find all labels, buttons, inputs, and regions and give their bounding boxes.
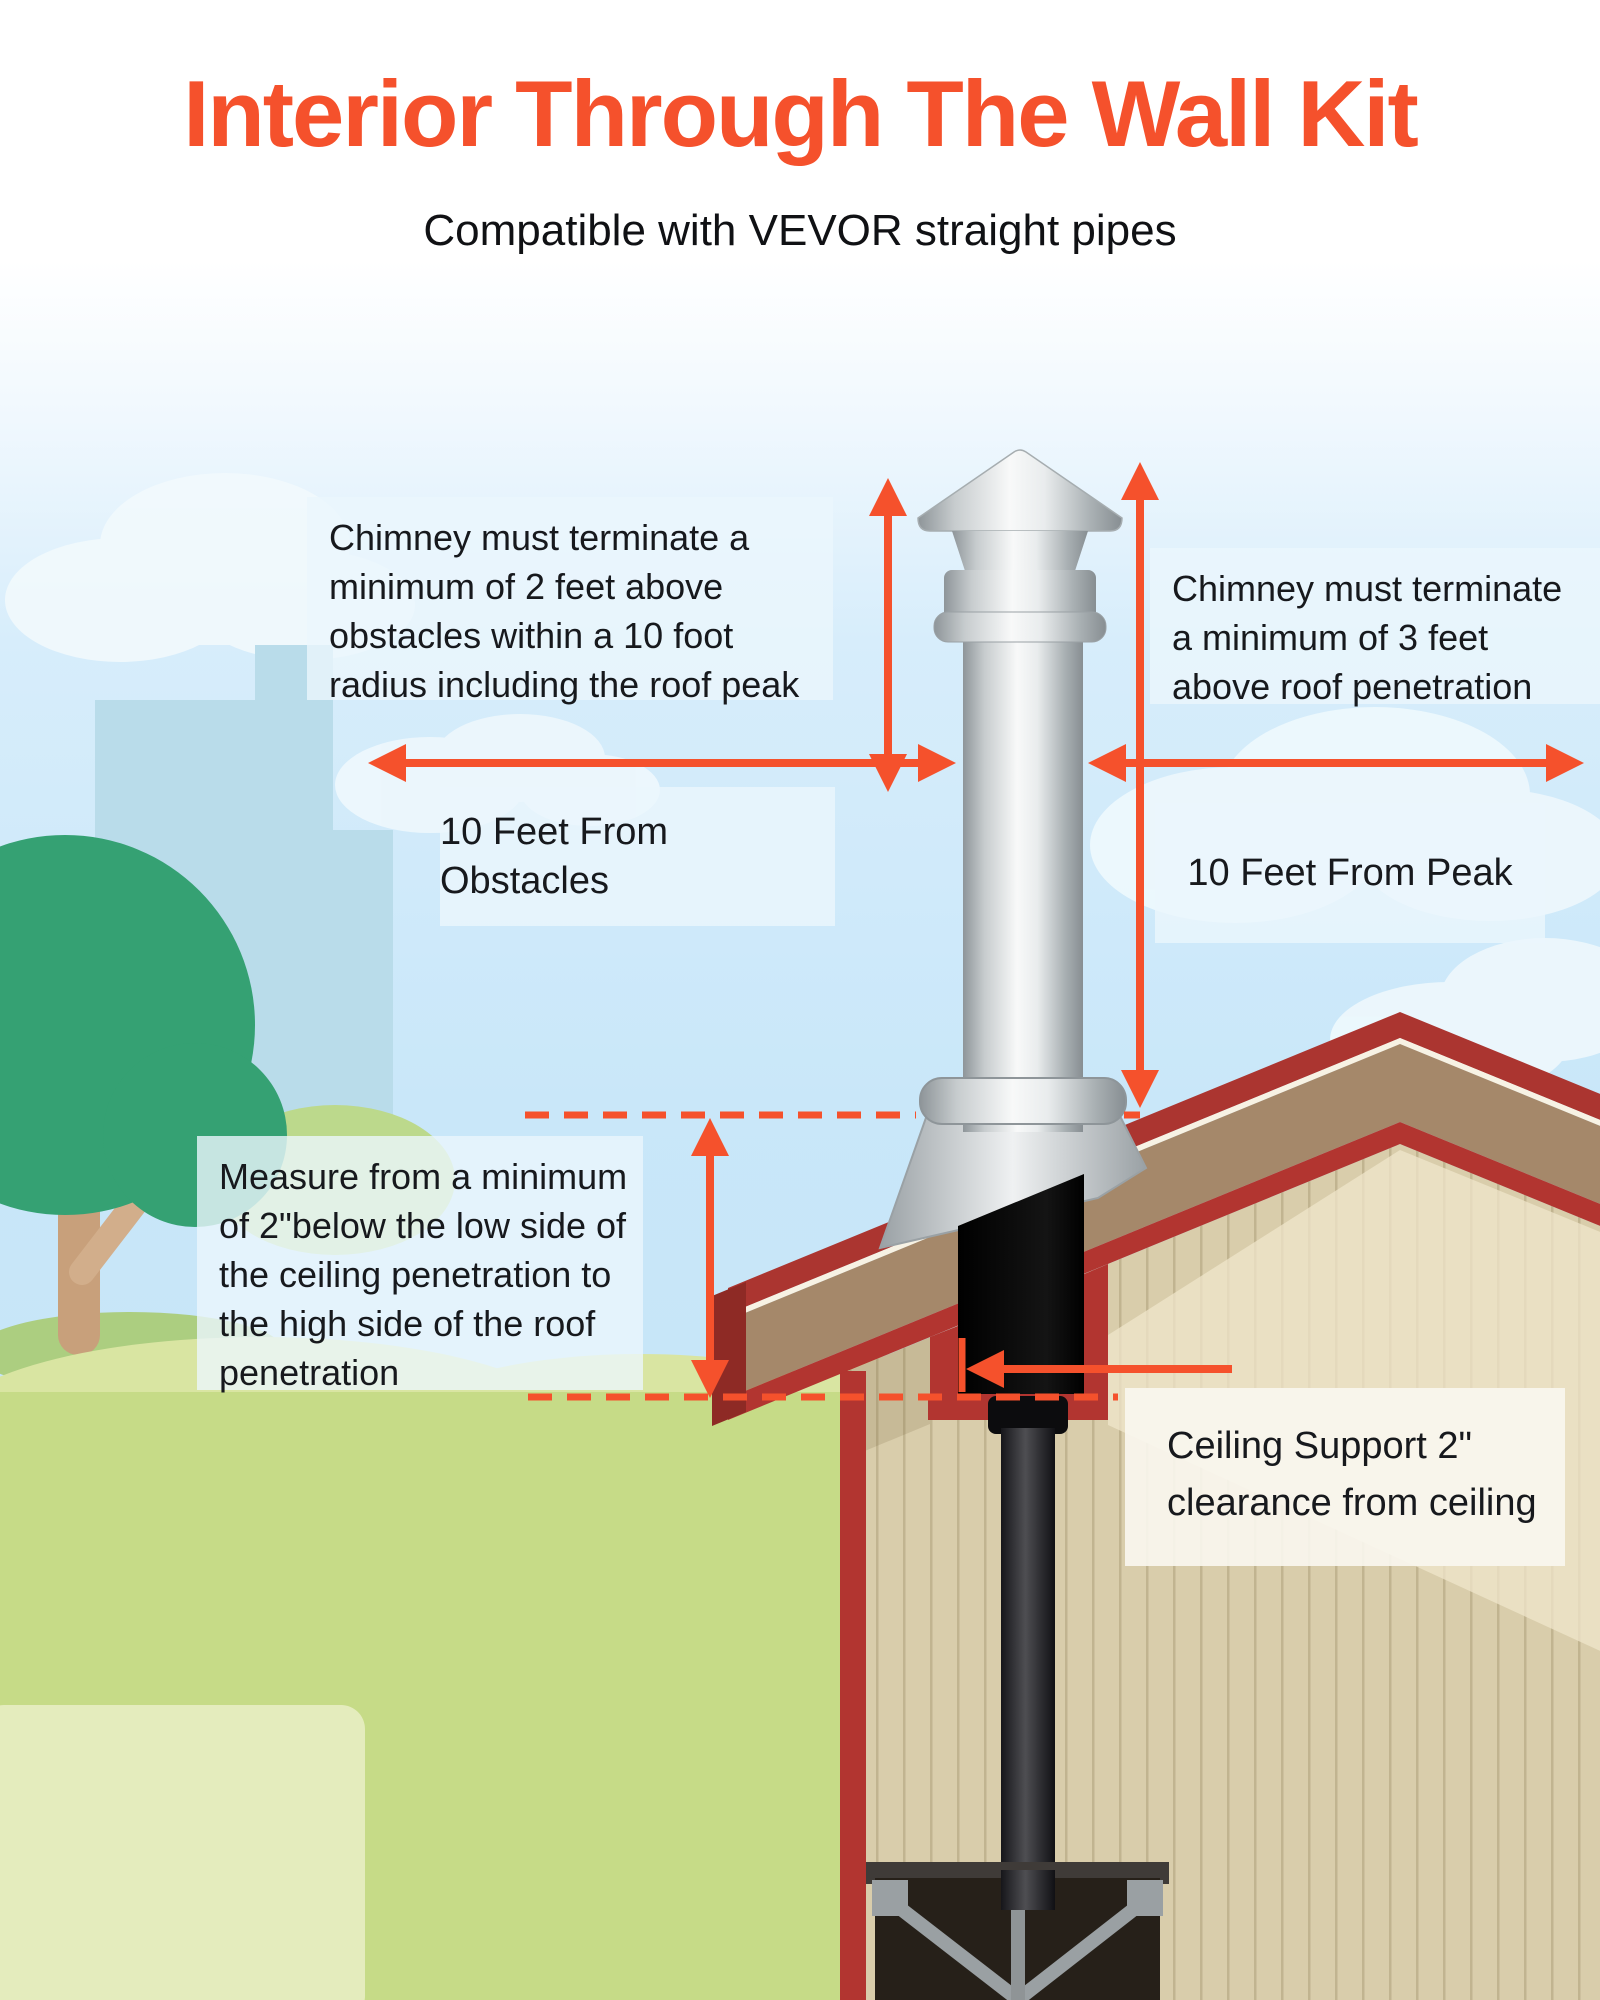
measure-note-box: Measure from a minimum of 2"below the lo…	[197, 1136, 643, 1393]
eave-cap	[712, 1282, 746, 1426]
obstacle-note-line: minimum of 2 feet above	[329, 566, 724, 607]
ceiling-support-box	[958, 1174, 1084, 1396]
corner-trim	[840, 1371, 866, 2000]
chimney-cap	[917, 449, 1123, 643]
pipe-coupling	[988, 1396, 1068, 1434]
obstacle-note-line: radius including the roof peak	[329, 664, 800, 705]
obstacles-distance-label: 10 Feet From Obstacles	[440, 787, 835, 926]
obstacle-note-line: Chimney must terminate a	[329, 517, 750, 558]
peak-note-line: a minimum of 3 feet	[1172, 617, 1489, 658]
ceiling-clearance-arrow	[958, 1338, 1232, 1392]
peak-note-line: above roof penetration	[1172, 666, 1533, 707]
wood-stove	[866, 1862, 1169, 2000]
ceiling-support-note-box: Ceiling Support 2" clearance from ceilin…	[1125, 1388, 1565, 1566]
stove-pipe	[1001, 1428, 1055, 1900]
chimney-pipe	[963, 640, 1083, 1132]
measure-note-line: the high side of the roof	[219, 1303, 596, 1344]
peak-note-line: Chimney must terminate	[1172, 568, 1563, 609]
peak-note-box: Chimney must terminate a minimum of 3 fe…	[1150, 548, 1600, 707]
ceiling-note-line: Ceiling Support 2"	[1167, 1425, 1473, 1467]
ten-feet-peak-arrow	[1088, 744, 1584, 782]
measure-note-line: of 2"below the low side of	[219, 1205, 627, 1246]
measure-note-line: Measure from a minimum	[219, 1156, 628, 1197]
ceiling-note-line: clearance from ceiling	[1167, 1482, 1537, 1524]
roof-measure-arrow	[691, 1118, 729, 1398]
peak-distance-label: 10 Feet From Peak	[1155, 803, 1545, 943]
stove-pipe-assembly	[988, 1396, 1068, 1900]
obstacle-note-box: Chimney must terminate a minimum of 2 fe…	[307, 497, 833, 705]
obstacle-note-line: obstacles within a 10 foot	[329, 615, 734, 656]
cloud-left	[5, 473, 415, 662]
measure-note-line: the ceiling penetration to	[219, 1254, 612, 1295]
storm-collar	[919, 1077, 1127, 1125]
grass-light-patch	[0, 1705, 365, 2000]
roof-right-band	[1400, 1012, 1600, 1226]
ten-feet-obstacles-arrow	[368, 744, 956, 782]
page-title: Interior Through The Wall Kit	[183, 61, 1419, 166]
three-feet-arrow	[1121, 462, 1159, 1108]
measure-note-line: penetration	[219, 1352, 400, 1393]
page-subtitle: Compatible with VEVOR straight pipes	[423, 206, 1177, 255]
